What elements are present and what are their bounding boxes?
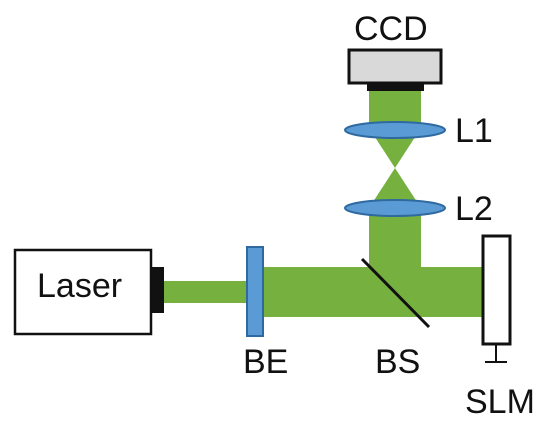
lens-l1 — [344, 121, 446, 139]
reflected-beam-upper — [369, 90, 421, 127]
laser-aperture — [150, 267, 164, 313]
slm-panel — [481, 234, 512, 346]
laser-housing — [13, 248, 153, 336]
ccd-body — [347, 48, 443, 85]
slm-label: SLM — [465, 383, 535, 421]
expanded-beam — [264, 267, 484, 317]
laser-label: Laser — [37, 267, 122, 305]
lens-l1-label: L1 — [455, 112, 493, 150]
beam-splitter-label: BS — [375, 343, 420, 381]
ccd-label: CCD — [354, 10, 428, 48]
beam-splitter-surface — [360, 257, 431, 329]
beam-expander-label: BE — [243, 343, 288, 381]
laser-beam — [162, 281, 248, 303]
diverging-beam — [371, 131, 419, 168]
ccd-sensor-mount — [367, 82, 424, 91]
reflected-beam-lower — [369, 212, 421, 269]
lens-l2 — [344, 199, 446, 217]
focusing-beam — [371, 168, 419, 205]
beam-expander-element — [246, 246, 264, 337]
lens-l2-label: L2 — [455, 190, 493, 228]
